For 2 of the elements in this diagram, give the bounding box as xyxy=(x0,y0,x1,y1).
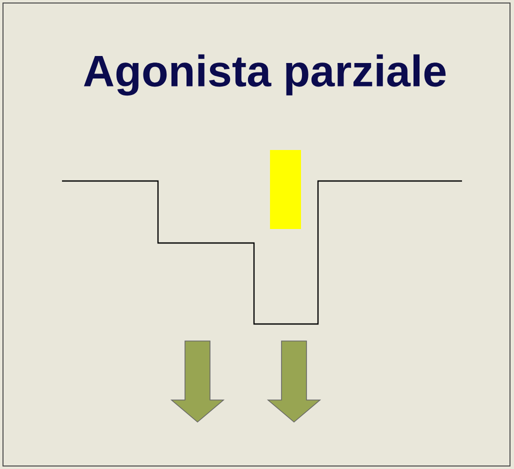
title: Agonista parziale xyxy=(84,54,446,96)
ligand-bar xyxy=(270,150,301,229)
